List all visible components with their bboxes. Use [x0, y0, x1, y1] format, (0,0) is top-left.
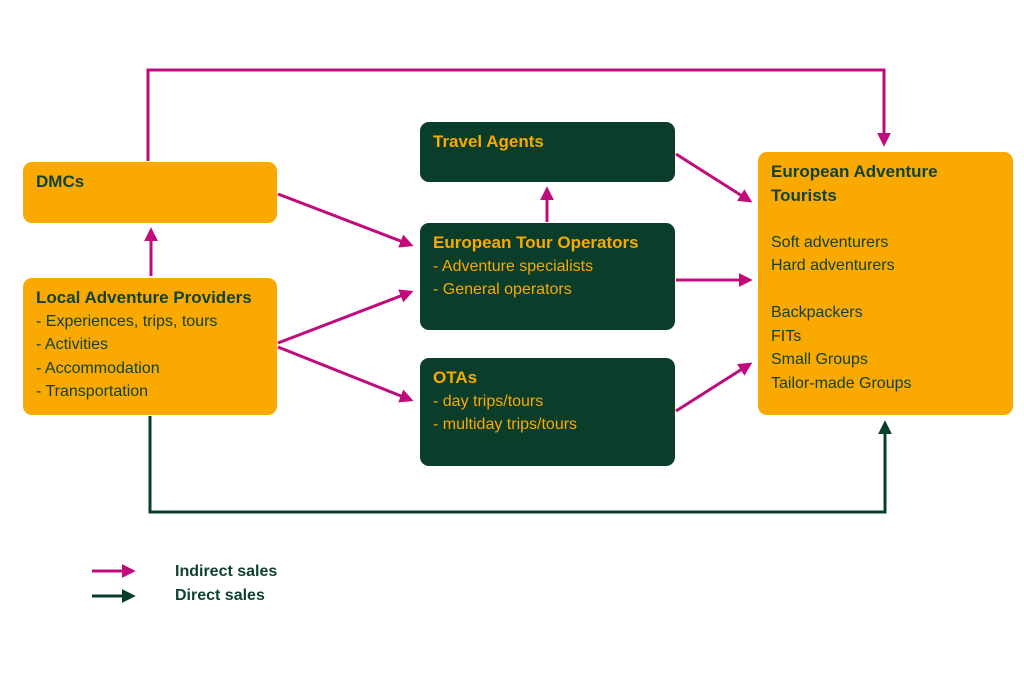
box-european-adventure-tourists: European Adventure Tourists Soft adventu…	[758, 152, 1013, 415]
box-travel-agents: Travel Agents	[420, 122, 675, 182]
arrow-dmcs-to-tour-operators	[277, 192, 414, 248]
box-european-tour-operators: European Tour Operators - Adventure spec…	[420, 223, 675, 330]
box-dmcs: DMCs	[23, 162, 277, 223]
providers-item: - Experiences, trips, tours	[36, 312, 218, 330]
otas-item: - multiday trips/tours	[433, 416, 578, 433]
box-tourists-title: European Adventure Tourists	[771, 162, 938, 205]
tourists-segment: Backpackers	[771, 304, 863, 321]
box-dmcs-title: DMCs	[36, 172, 85, 191]
legend-indirect-sales-label: Indirect sales	[175, 563, 278, 580]
arrow-travel-agents-to-tourists	[675, 152, 753, 203]
tourists-segment: Hard adventurers	[771, 257, 895, 274]
arrow-providers-to-tour-operators	[277, 289, 414, 345]
tourists-segment: FITs	[771, 327, 802, 345]
arrow-otas-to-tourists	[675, 362, 753, 413]
box-tour-operators-title: European Tour Operators	[433, 233, 639, 252]
tour-operators-item: - General operators	[433, 281, 572, 298]
arrow-dmcs-to-tourists	[146, 68, 891, 161]
box-otas: OTAs - day trips/tours - multiday trips/…	[420, 358, 675, 466]
legend-direct-sales-label: Direct sales	[175, 587, 265, 604]
box-local-adventure-providers: Local Adventure Providers - Experiences,…	[23, 278, 277, 415]
arrow-providers-to-otas	[277, 345, 414, 403]
box-providers-title: Local Adventure Providers	[36, 288, 252, 307]
providers-item: - Transportation	[36, 383, 149, 400]
tourists-segment: Tailor-made Groups	[771, 374, 912, 392]
tourists-segment: Small Groups	[771, 351, 868, 368]
tourists-segment: Soft adventurers	[771, 233, 889, 251]
arrow-providers-direct-to-tourists	[148, 416, 892, 514]
box-travel-agents-title: Travel Agents	[433, 132, 544, 151]
providers-item: - Accommodation	[36, 359, 160, 377]
tour-operators-item: - Adventure specialists	[433, 257, 594, 275]
otas-item: - day trips/tours	[433, 392, 544, 410]
box-otas-title: OTAs	[433, 368, 478, 387]
providers-item: - Activities	[36, 336, 109, 353]
